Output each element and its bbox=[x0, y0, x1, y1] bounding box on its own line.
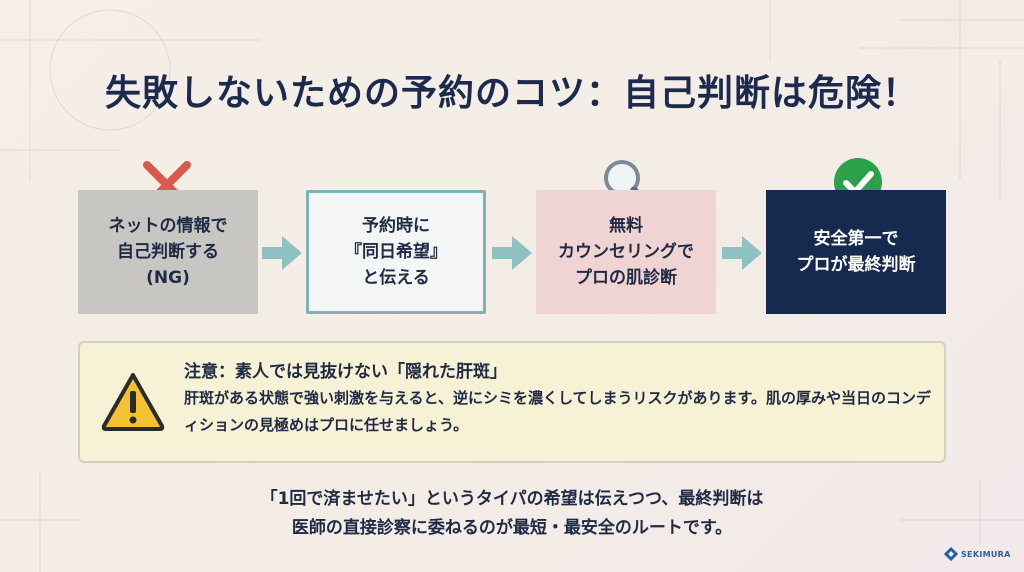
summary-text: 「1回で済ませたい」というタイパの希望は伝えつつ、最終判断は 医師の直接診察に委… bbox=[260, 489, 764, 538]
caution-box: 注意：素人では見抜けない「隠れた肝斑」 肝斑がある状態で強い刺激を与えると、逆に… bbox=[78, 341, 946, 463]
arrow-right-icon bbox=[262, 236, 302, 270]
arrow-right-icon bbox=[492, 236, 532, 270]
logo-mark-icon bbox=[944, 547, 958, 561]
step-professional-judgement: 安全第一で プロが最終判断 bbox=[766, 190, 946, 314]
warning-icon bbox=[101, 373, 165, 431]
arrow-right-icon bbox=[722, 236, 762, 270]
step-self-judgement: ネットの情報で 自己判断する (NG) bbox=[78, 190, 258, 314]
logo-text: SEKIMURA bbox=[961, 549, 1011, 559]
caution-title: 注意：素人では見抜けない「隠れた肝斑」 bbox=[184, 362, 507, 382]
step-free-counseling: 無料 カウンセリングで プロの肌診断 bbox=[536, 190, 716, 314]
step-same-day-request: 予約時に 『同日希望』 と伝える bbox=[306, 190, 486, 314]
brand-logo: SEKIMURA bbox=[944, 544, 1018, 564]
page-title: 失敗しないための予約のコツ：自己判断は危険！ bbox=[104, 73, 919, 114]
caution-text: 肝斑がある状態で強い刺激を与えると、逆にシミを濃くしてしまうリスクがあります。肌… bbox=[184, 389, 932, 434]
